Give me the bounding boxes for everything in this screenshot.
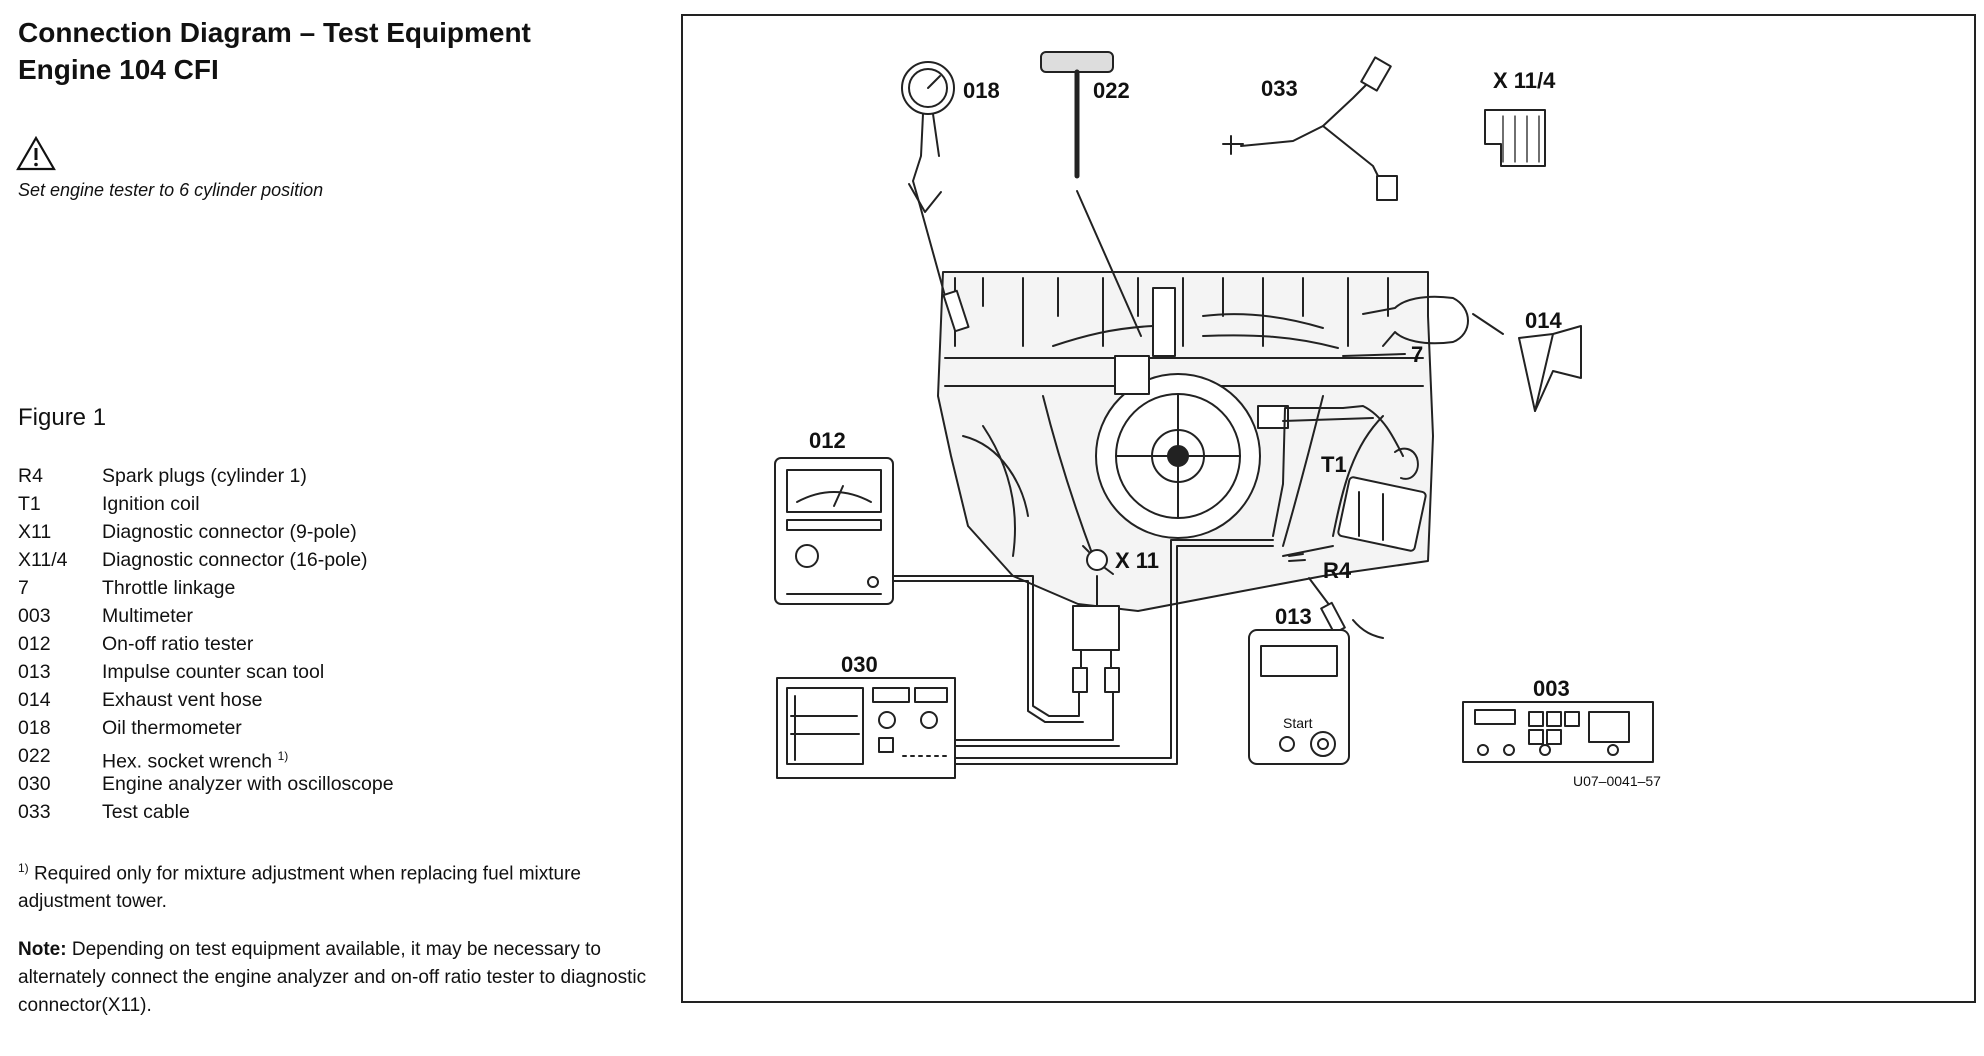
legend-code: 018: [18, 717, 51, 739]
legend-code: 022: [18, 745, 51, 767]
label-022: 022: [1093, 78, 1130, 103]
legend-desc: Impulse counter scan tool: [102, 661, 325, 683]
legend-item: 7 Throttle linkage: [18, 574, 394, 602]
label-030: 030: [841, 652, 878, 677]
legend-code: 014: [18, 689, 51, 711]
legend-desc-text: Hex. socket wrench: [102, 750, 273, 773]
legend-code: X11/4: [18, 549, 68, 571]
legend-code: X11: [18, 521, 52, 543]
label-018: 018: [963, 78, 1000, 103]
legend-item: 022 Hex. socket wrench 1): [18, 742, 394, 773]
legend-item: X11 Diagnostic connector (9-pole): [18, 518, 394, 546]
legend-desc: Throttle linkage: [102, 577, 236, 599]
label-x11-4: X 11/4: [1493, 68, 1556, 93]
engine-analyzer-illustration: [776, 677, 956, 779]
exhaust-vent-hose-illustration: [1362, 295, 1582, 412]
legend-item: 014 Exhaust vent hose: [18, 686, 394, 714]
impulse-counter-scan-tool-illustration: [1248, 629, 1350, 765]
ignition-coil-illustration: [1282, 405, 1427, 557]
footnote: 1) Required only for mixture adjustment …: [18, 854, 638, 916]
throttle-linkage-leader: [1342, 353, 1406, 357]
legend-item: T1 Ignition coil: [18, 490, 394, 518]
diagram-labels: 018 022 033 X 11/4 014 7 012 X 11 T1 R4 …: [809, 68, 1661, 789]
note: Note: Depending on test equipment availa…: [18, 936, 648, 1020]
footnote-marker: 1): [18, 861, 29, 875]
figure-code: U07–0041–57: [1573, 773, 1661, 789]
note-label: Note:: [18, 939, 67, 960]
legend-desc: Diagnostic connector (16-pole): [102, 549, 368, 571]
legend-code: 030: [18, 773, 51, 795]
oil-thermometer-illustration: [901, 61, 970, 333]
legend-desc: Spark plugs (cylinder 1): [102, 465, 307, 487]
footnote-marker: 1): [277, 749, 289, 763]
legend-code: 003: [18, 605, 51, 627]
legend-desc: Test cable: [102, 801, 190, 823]
start-label: Start: [1283, 715, 1313, 731]
legend-code: 013: [18, 661, 51, 683]
hex-socket-wrench-illustration: [1040, 51, 1142, 337]
label-7: 7: [1411, 342, 1423, 367]
label-r4: R4: [1323, 558, 1352, 583]
engine-illustration: [937, 271, 1434, 612]
multimeter-illustration: [1462, 701, 1654, 763]
legend-code: 012: [18, 633, 51, 655]
legend-list: R4 Spark plugs (cylinder 1) T1 Ignition co…: [18, 462, 394, 826]
legend-item: 018 Oil thermometer: [18, 714, 394, 742]
connection-diagram: 018 022 033 X 11/4 014 7 012 X 11 T1 R4 …: [681, 14, 1976, 1003]
page-title: Connection Diagram – Test Equipment Engi…: [18, 14, 658, 88]
legend-item: 013 Impulse counter scan tool: [18, 658, 394, 686]
legend-item: X11/4 Diagnostic connector (16-pole): [18, 546, 394, 574]
warning-text: Set engine tester to 6 cylinder position: [18, 180, 324, 200]
legend-item: R4 Spark plugs (cylinder 1): [18, 462, 394, 490]
diagnostic-connector-9-pole-illustration: [1072, 545, 1120, 693]
legend-desc: Oil thermometer: [102, 717, 242, 739]
legend-code: 033: [18, 801, 51, 823]
figure-label: Figure 1: [18, 404, 107, 431]
diagram-canvas: 018 022 033 X 11/4 014 7 012 X 11 T1 R4 …: [774, 51, 1661, 789]
legend-item: 003 Multimeter: [18, 602, 394, 630]
footnote-text: Required only for mixture adjustment whe…: [18, 863, 581, 913]
label-013: 013: [1275, 604, 1312, 629]
legend-item: 012 On-off ratio tester: [18, 630, 394, 658]
legend-code: T1: [18, 493, 41, 515]
on-off-ratio-tester-illustration: [774, 457, 894, 605]
legend-desc: Multimeter: [102, 605, 194, 627]
label-x11: X 11: [1115, 548, 1159, 573]
title-line-1: Connection Diagram – Test Equipment: [18, 17, 531, 48]
note-text: Depending on test equipment available, i…: [18, 939, 647, 1016]
legend-desc: Ignition coil: [102, 493, 200, 515]
legend-desc: Diagnostic connector (9-pole): [102, 521, 357, 543]
label-014: 014: [1525, 308, 1562, 333]
legend-desc: On-off ratio tester: [102, 633, 254, 655]
legend-desc: Engine analyzer with oscilloscope: [102, 773, 394, 795]
legend-desc: Exhaust vent hose: [102, 689, 263, 711]
legend-code: 7: [18, 577, 29, 599]
label-003: 003: [1533, 676, 1570, 701]
connection-cables: [892, 407, 1344, 765]
title-line-2: Engine 104 CFI: [18, 54, 219, 85]
diagnostic-connector-16-pole-illustration: [1484, 109, 1546, 167]
spark-plug-illustration: [1288, 553, 1384, 639]
label-t1: T1: [1321, 452, 1347, 477]
label-033: 033: [1261, 76, 1298, 101]
legend-item: 033 Test cable: [18, 798, 394, 826]
label-012: 012: [809, 428, 846, 453]
legend-desc: Hex. socket wrench 1): [102, 742, 289, 773]
warning-triangle-icon: [16, 135, 56, 172]
legend-code: R4: [18, 465, 43, 487]
test-cable-illustration: [1222, 56, 1398, 201]
legend-item: 030 Engine analyzer with oscilloscope: [18, 770, 394, 798]
